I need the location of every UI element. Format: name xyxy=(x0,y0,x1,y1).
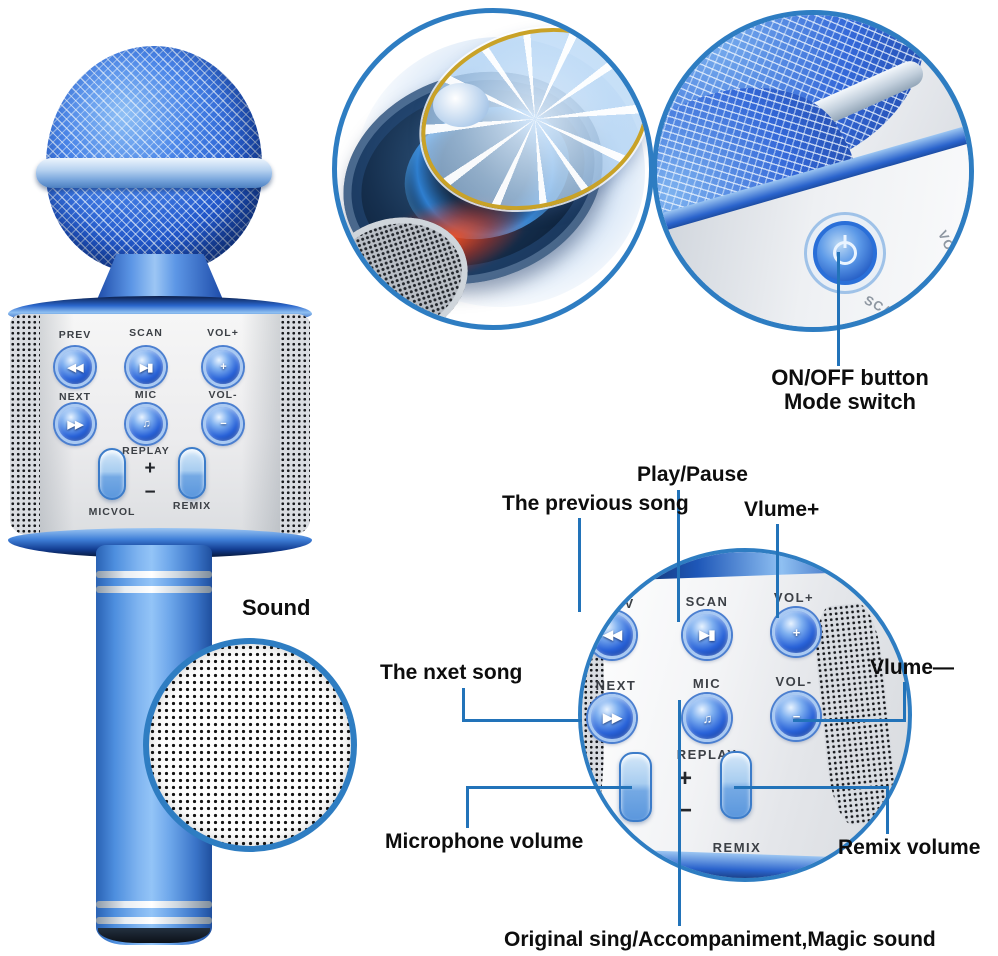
prev-button: ◀◀ xyxy=(55,347,95,387)
handle-ring xyxy=(96,901,212,908)
callout-line-original xyxy=(678,700,681,926)
previous-song-annotation: The previous song xyxy=(502,492,689,515)
callout-line-remix-h xyxy=(734,786,889,789)
callout-line-remix-v xyxy=(886,786,889,834)
power-button xyxy=(813,221,877,285)
microphone-neck xyxy=(96,254,224,302)
zoom-top-rim xyxy=(587,552,901,582)
sound-label: Sound xyxy=(242,595,311,620)
callout-line-next-h xyxy=(462,719,582,722)
zoom-scan-button: ▶▮ xyxy=(683,611,731,659)
next-song-annotation: The nxet song xyxy=(380,661,523,684)
panel-label-remix: REMIX xyxy=(172,500,212,512)
callout-line-vol-minus-v xyxy=(903,682,906,722)
remix-volume-annotation: Remix volume xyxy=(838,836,981,859)
speaker-driver-inset xyxy=(332,8,654,330)
next-double-arrow-icon: ▶▶ xyxy=(67,418,84,431)
volume-up-button: + xyxy=(203,347,243,387)
body-mesh-right xyxy=(280,314,310,536)
plus-icon: + xyxy=(220,361,227,373)
onoff-annotation: ON/OFF button Mode switch xyxy=(762,366,938,414)
microphone-icon: ♫ xyxy=(702,710,713,726)
zoom-label-next: NEXT xyxy=(595,678,637,693)
minus-mark: − xyxy=(144,482,156,503)
plus-icon: + xyxy=(792,624,801,640)
callout-line-vol-minus-h xyxy=(793,719,906,722)
panel-label-replay: REPLAY xyxy=(122,445,170,457)
zoom-volume-down-button: − xyxy=(772,692,820,740)
mic-effect-button: ♫ xyxy=(126,404,166,444)
prev-double-arrow-icon: ◀◀ xyxy=(603,627,622,642)
zoom-plus-mark: + xyxy=(677,765,693,792)
minus-icon: − xyxy=(220,418,227,430)
play-pause-icon: ▶▮ xyxy=(139,361,153,374)
zoom-label-mic: MIC xyxy=(692,676,722,691)
zoom-label-remix: REMIX xyxy=(712,840,762,855)
onoff-line1: ON/OFF button xyxy=(771,365,929,390)
panel-label-vol-minus: VOL- xyxy=(208,389,238,401)
microphone-icon: ♫ xyxy=(142,418,150,430)
panel-label-vol-plus: VOL+ xyxy=(207,327,239,339)
microphone-body: PREV SCAN VOL+ ◀◀ ▶▮ + NEXT MIC VOL- ▶▶ … xyxy=(8,296,312,560)
zoom-prev-button: ◀◀ xyxy=(588,611,636,659)
zoom-minus-mark: − xyxy=(677,797,693,824)
zoom-label-vol-plus: VOL+ xyxy=(773,590,815,605)
remix-slider xyxy=(178,447,206,499)
handle-bottom-cap xyxy=(98,928,210,943)
power-icon xyxy=(833,241,857,265)
handle-ring xyxy=(96,917,212,924)
prev-double-arrow-icon: ◀◀ xyxy=(67,361,84,374)
callout-line-next-v xyxy=(462,688,465,722)
microphone-volume-annotation: Microphone volume xyxy=(385,830,584,853)
panel-label-prev: PREV xyxy=(58,329,92,341)
microphone-head-band xyxy=(36,158,272,188)
next-double-arrow-icon: ▶▶ xyxy=(603,710,622,725)
zoom-volume-up-button: + xyxy=(772,608,820,656)
callout-line-prev xyxy=(578,518,581,612)
control-panel-zoom-inset: PREV SCAN VOL+ ◀◀ ▶▮ + NEXT MIC VOL- ▶▶ … xyxy=(578,548,912,882)
driver-center-cap xyxy=(433,83,489,127)
callout-line-micvol-h xyxy=(466,786,632,789)
volume-minus-annotation: Vlume— xyxy=(870,656,955,679)
volume-plus-annotation: Vlume+ xyxy=(744,498,820,521)
callout-line-vol-plus xyxy=(776,524,779,618)
play-pause-icon: ▶▮ xyxy=(699,627,715,642)
original-sing-annotation: Original sing/Accompaniment,Magic sound xyxy=(504,928,936,951)
zoom-label-vol-minus: VOL- xyxy=(775,674,813,689)
callout-line-play-pause xyxy=(677,490,680,622)
panel-label-scan: SCAN xyxy=(129,327,163,339)
minus-icon: − xyxy=(792,708,801,724)
handle-ring xyxy=(96,586,212,593)
micvol-slider xyxy=(98,448,126,500)
zoom-next-button: ▶▶ xyxy=(588,694,636,742)
zoom-mic-button: ♫ xyxy=(683,694,731,742)
control-panel: PREV SCAN VOL+ ◀◀ ▶▮ + NEXT MIC VOL- ▶▶ … xyxy=(10,314,310,536)
body-mesh-left xyxy=(10,314,40,536)
power-button-inset: SCAN VOL+ xyxy=(652,10,974,332)
next-button: ▶▶ xyxy=(55,404,95,444)
onoff-line2: Mode switch xyxy=(783,389,916,414)
zoom-label-scan: SCAN xyxy=(685,594,729,609)
panel-label-next: NEXT xyxy=(58,391,92,403)
zoom-label-prev: PREV xyxy=(593,596,635,611)
panel-label-micvol: MICVOL xyxy=(88,506,136,518)
zoom-remix-slider xyxy=(720,751,752,819)
handle-ring xyxy=(96,571,212,578)
volume-down-button: − xyxy=(203,404,243,444)
callout-line-onoff xyxy=(837,252,840,366)
speaker-grille-inset xyxy=(143,638,357,852)
scan-play-pause-button: ▶▮ xyxy=(126,347,166,387)
panel-label-mic: MIC xyxy=(134,389,158,401)
plus-mark: + xyxy=(144,458,156,479)
play-pause-annotation: Play/Pause xyxy=(637,463,748,486)
callout-line-micvol-v xyxy=(466,786,469,828)
